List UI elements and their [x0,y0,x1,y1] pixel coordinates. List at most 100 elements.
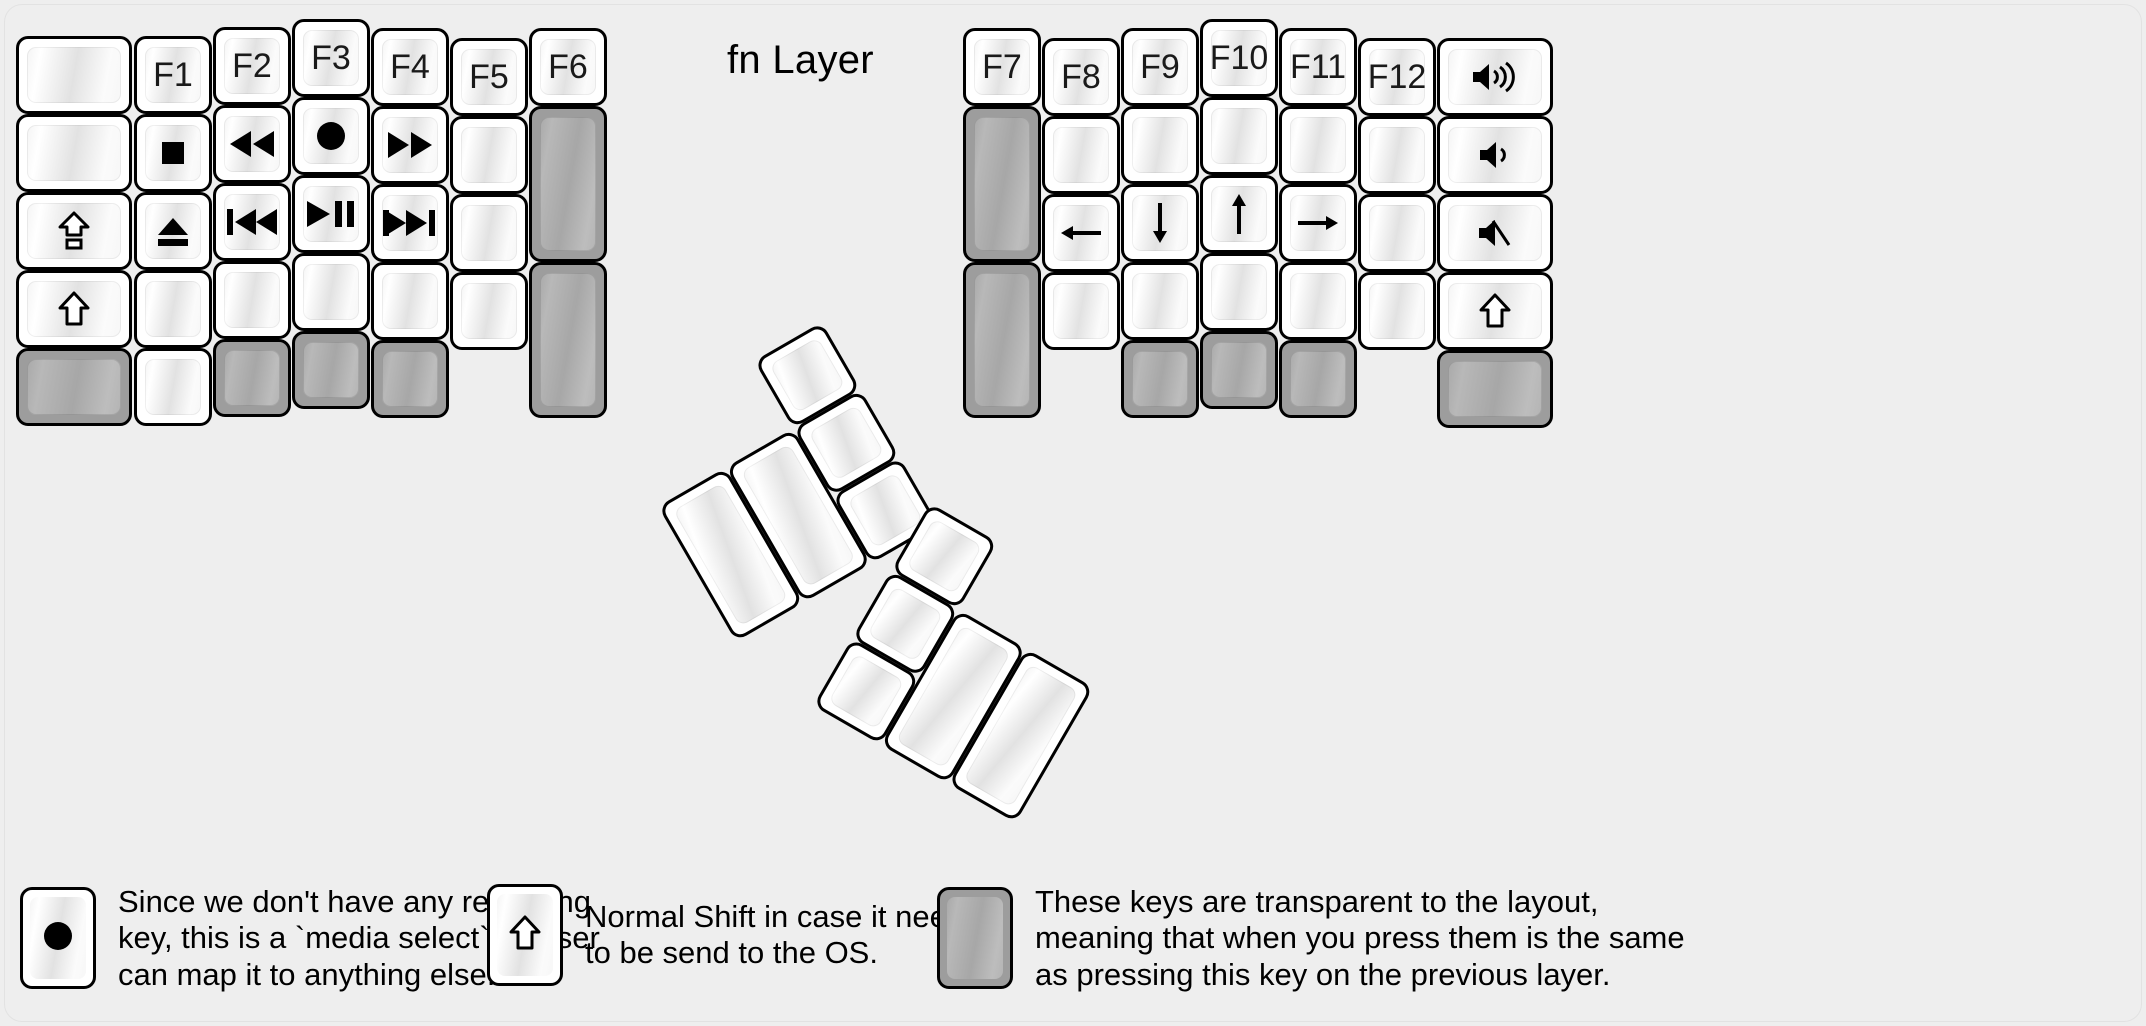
key-f1[interactable]: F1 [134,36,212,114]
key-media-eject[interactable] [134,192,212,270]
keycap-face [1290,273,1346,329]
keycap-face: F2 [224,38,280,94]
key-f8[interactable]: F8 [1042,38,1120,116]
keycap-face: F1 [145,47,201,103]
key-volume-up[interactable] [1437,38,1553,116]
keycap-face [27,203,121,259]
key-blank[interactable] [1042,116,1120,194]
legend-note-line: meaning that when you press them is the … [1035,920,1685,956]
key-f3[interactable]: F3 [292,19,370,97]
key-blank[interactable] [1200,97,1278,175]
keycap-face [145,203,201,259]
key-blank[interactable] [1358,194,1436,272]
key-f7[interactable]: F7 [963,28,1041,106]
media-eject-icon [155,214,191,248]
key-f6[interactable]: F6 [529,28,607,106]
key-blank[interactable] [1358,272,1436,350]
media-stop-icon [158,138,188,168]
key-legend: F5 [469,58,509,96]
arrow-left-icon [1059,220,1103,246]
key-caps-lock[interactable] [16,192,132,270]
key-blank[interactable] [16,36,132,114]
key-blank[interactable] [213,261,291,339]
keycap-face [145,281,201,337]
key-transparent[interactable] [529,262,607,418]
key-blank[interactable] [1042,272,1120,350]
key-arrow-up[interactable] [1200,175,1278,253]
key-blank[interactable] [16,114,132,192]
key-media-next[interactable] [371,184,449,262]
key-transparent[interactable] [963,106,1041,262]
key-blank[interactable] [134,348,212,426]
key-blank[interactable] [1279,262,1357,340]
legend-note-line: to be send to the OS. [585,935,878,970]
keycap-face [867,585,944,663]
key-transparent[interactable] [16,348,132,426]
legend-note-line: as pressing this key on the previous lay… [1035,956,1611,992]
key-media-stop[interactable] [134,114,212,192]
key-transparent[interactable] [371,340,449,418]
keycap-face: F11 [1290,39,1346,95]
key-transparent[interactable] [1121,340,1199,418]
volume-down-icon [1478,139,1512,171]
key-shift[interactable] [1437,272,1553,350]
keycap-face [540,117,596,251]
key-transparent[interactable] [292,331,370,409]
keycap-face [974,117,1030,251]
key-shift[interactable] [16,270,132,348]
key-transparent[interactable] [1279,340,1357,418]
keycap-face [30,897,86,980]
key-legend: F7 [982,48,1022,86]
key-blank[interactable] [450,116,528,194]
keycap-face [382,117,438,173]
arrow-down-icon [1147,201,1173,245]
key-media-prev[interactable] [213,183,291,261]
keycap-face [224,116,280,172]
key-f10[interactable]: F10 [1200,19,1278,97]
keycap-face [1211,342,1267,398]
key-blank[interactable] [450,272,528,350]
keycap-face: F10 [1210,30,1268,86]
key-blank[interactable] [1121,106,1199,184]
key-arrow-left[interactable] [1042,194,1120,272]
key-arrow-right[interactable] [1279,184,1357,262]
keycap-face [906,518,983,595]
keycap-face [1369,283,1425,339]
key-f11[interactable]: F11 [1279,28,1357,106]
key-media-fastforward[interactable] [371,106,449,184]
key-legend: F4 [390,48,430,86]
key-blank[interactable] [371,262,449,340]
key-transparent[interactable] [1437,350,1553,428]
key-media-rewind[interactable] [213,105,291,183]
key-transparent[interactable] [1200,331,1278,409]
keycap-face [1211,108,1267,164]
key-f5[interactable]: F5 [450,38,528,116]
key-blank[interactable] [1121,262,1199,340]
key-blank[interactable] [450,194,528,272]
keycap-face [1053,205,1109,261]
media-record-icon [314,119,348,153]
key-blank[interactable] [1200,253,1278,331]
keycap-face [224,350,280,406]
key-volume-down[interactable] [1437,116,1553,194]
key-arrow-down[interactable] [1121,184,1199,262]
keycap-face: F6 [540,39,596,95]
key-f9[interactable]: F9 [1121,28,1199,106]
key-f12[interactable]: F12 [1358,38,1436,116]
key-media-record[interactable] [292,97,370,175]
keycap-face [1132,351,1188,407]
key-transparent[interactable] [213,339,291,417]
keycap-face: F7 [974,39,1030,95]
key-blank[interactable] [1279,106,1357,184]
key-volume-mute[interactable] [1437,194,1553,272]
keycap-face [1448,361,1542,417]
key-f4[interactable]: F4 [371,28,449,106]
media-fastforward-icon [386,128,434,162]
key-blank[interactable] [292,253,370,331]
key-media-playpause[interactable] [292,175,370,253]
key-transparent[interactable] [963,262,1041,418]
key-blank[interactable] [1358,116,1436,194]
key-blank[interactable] [134,270,212,348]
key-f2[interactable]: F2 [213,27,291,105]
key-transparent[interactable] [529,106,607,262]
